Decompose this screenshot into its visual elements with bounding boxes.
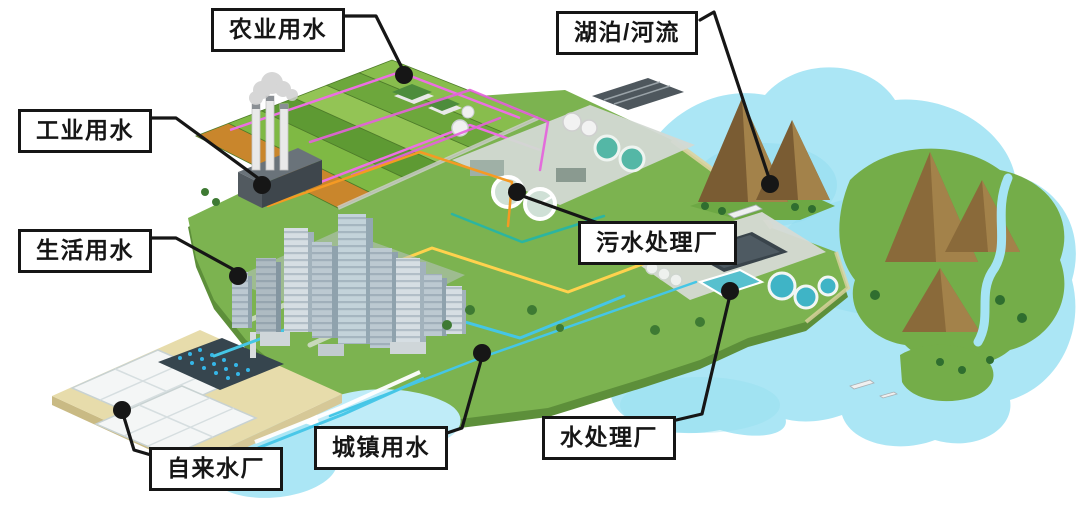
label-lakes-rivers: 湖泊/河流 bbox=[556, 11, 698, 55]
label-water-treatment-plant: 水处理厂 bbox=[542, 416, 676, 460]
boat bbox=[849, 379, 875, 390]
leader-sewage-plant bbox=[515, 192, 600, 225]
leader-industry bbox=[150, 116, 264, 183]
aeration-pool bbox=[593, 134, 621, 162]
label-industrial-water: 工业用水 bbox=[18, 109, 152, 153]
aeration-pool bbox=[618, 145, 646, 173]
tower bbox=[284, 228, 314, 332]
dot-tap-water-plant bbox=[113, 401, 131, 419]
tower bbox=[338, 214, 373, 344]
leader-tap-water-plant bbox=[121, 412, 153, 457]
leader-agriculture bbox=[343, 14, 406, 74]
tower bbox=[424, 274, 447, 336]
dot-domestic bbox=[229, 267, 247, 285]
round-pool bbox=[793, 284, 819, 310]
tower bbox=[256, 258, 281, 334]
label-urban-water: 城镇用水 bbox=[314, 426, 448, 470]
tap-water-plant bbox=[52, 330, 425, 471]
tower bbox=[232, 272, 252, 328]
round-pool bbox=[817, 275, 839, 297]
farm-sheds bbox=[392, 84, 475, 119]
dot-sewage-plant bbox=[508, 183, 526, 201]
dot-urban bbox=[473, 344, 491, 362]
leader-lines bbox=[121, 10, 772, 457]
leader-water-treatment-plant bbox=[670, 293, 732, 423]
tower bbox=[312, 242, 338, 338]
dot-water-treatment-plant bbox=[721, 282, 739, 300]
leader-lakes-rivers bbox=[698, 10, 772, 183]
callout-dots bbox=[113, 66, 779, 419]
tower bbox=[370, 248, 398, 348]
silo bbox=[461, 105, 475, 119]
tower bbox=[396, 258, 426, 344]
sewage-treatment-plant bbox=[451, 78, 695, 221]
leader-urban bbox=[442, 355, 484, 436]
island-river bbox=[973, 173, 1013, 347]
leader-domestic bbox=[150, 236, 240, 274]
dot-lakes-rivers bbox=[761, 175, 779, 193]
digester-sphere bbox=[562, 112, 582, 132]
label-agricultural-water: 农业用水 bbox=[211, 8, 345, 52]
smoke-plume bbox=[249, 72, 298, 105]
smokestacks bbox=[251, 95, 289, 171]
label-tap-water-plant: 自来水厂 bbox=[149, 447, 283, 491]
dot-industry bbox=[253, 176, 271, 194]
industrial-plant bbox=[238, 72, 322, 208]
digester-sphere bbox=[580, 119, 598, 137]
boats bbox=[727, 204, 898, 399]
city-buildings bbox=[230, 214, 466, 356]
round-pool bbox=[767, 271, 797, 301]
barge bbox=[727, 204, 763, 219]
boat bbox=[879, 391, 898, 399]
label-sewage-plant: 污水处理厂 bbox=[578, 221, 737, 265]
dot-agriculture bbox=[395, 66, 413, 84]
label-domestic-water: 生活用水 bbox=[18, 229, 152, 273]
